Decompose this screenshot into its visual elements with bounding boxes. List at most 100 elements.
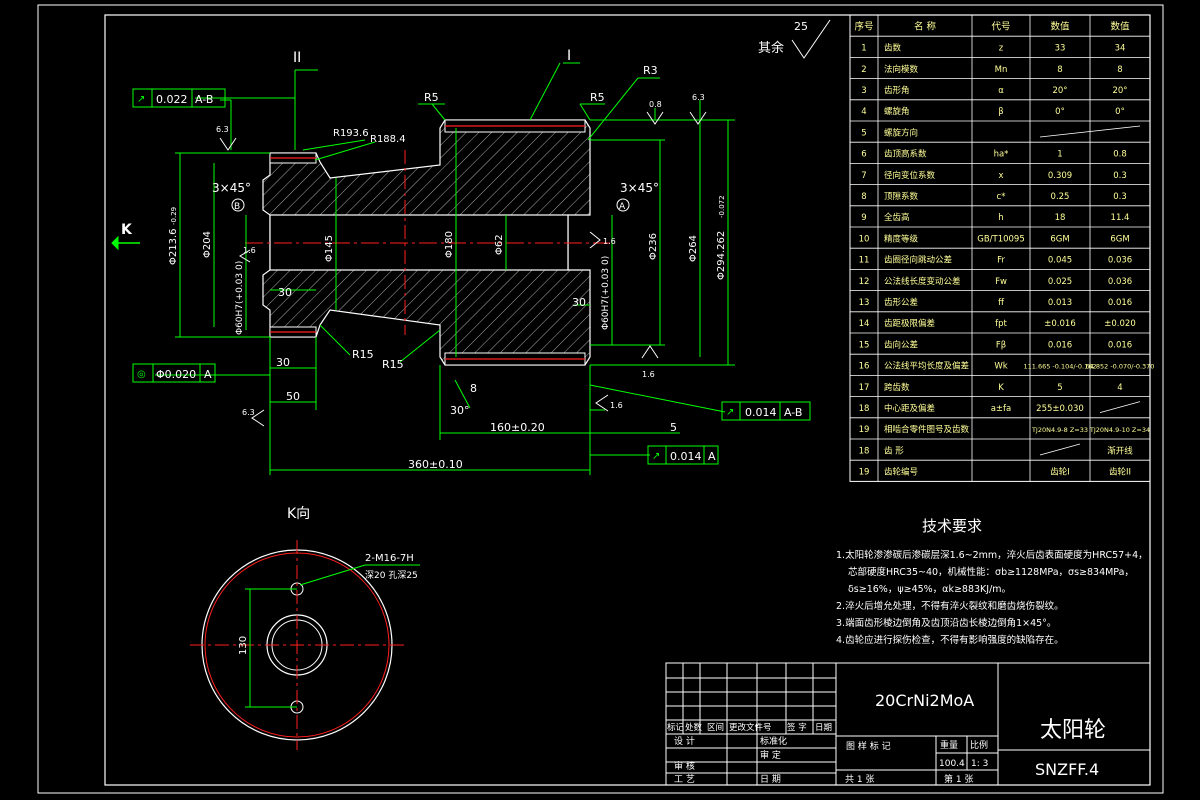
dim-d62: Φ62: [494, 234, 505, 255]
table-cell: 公法线长度变动公差: [884, 276, 961, 287]
table-cell: 齿轮I: [1050, 467, 1070, 478]
table-cell: 径向变位系数: [884, 170, 936, 181]
table-cell: Fβ: [996, 340, 1006, 350]
tb-sign: 签 字: [787, 722, 807, 733]
dim-chamfer-left: 3×45°: [212, 181, 251, 195]
table-cell: 64.852 -0.070/-0.370: [1086, 363, 1155, 371]
table-cell: 13: [859, 298, 870, 308]
k-view: [190, 540, 420, 750]
roughness-3: 6.3: [692, 93, 705, 102]
dim-50: 50: [286, 390, 300, 403]
section-label-ii: II: [293, 50, 301, 66]
table-cell: 0.013: [1048, 298, 1072, 308]
k-view-title: K向: [287, 506, 310, 522]
gdt-4-symbol: ↗: [652, 451, 660, 462]
dim-d180: Φ180: [444, 231, 455, 258]
dim-d294: Φ294.262: [716, 231, 727, 280]
table-cell: 33: [1055, 44, 1066, 54]
tb-check: 审 核: [674, 760, 695, 772]
table-cell: 255±0.030: [1036, 404, 1084, 414]
tb-mark: 标记: [667, 722, 685, 733]
table-cell: 相啮合零件图号及齿数: [884, 424, 970, 435]
table-cell: 8: [861, 192, 866, 202]
table-cell: 18: [859, 446, 870, 456]
table-cell: 15: [859, 340, 870, 350]
dim-chamfer-right: 3×45°: [620, 181, 659, 195]
table-cell: 螺旋角: [884, 106, 910, 117]
table-cell: x: [998, 171, 1003, 181]
material: 20CrNi2MoA: [875, 691, 974, 710]
table-cell: z: [999, 44, 1004, 54]
table-cell: 8: [1117, 65, 1122, 75]
datum-a-label: A: [619, 202, 626, 212]
tech-req-line-2: 芯部硬度HRC35~40，机械性能：σb≥1128MPa，σs≥834MPa，: [848, 566, 1134, 578]
main-section-view: [245, 119, 610, 366]
table-cell: h: [998, 213, 1003, 223]
table-cell: Fr: [997, 256, 1005, 266]
table-cell: 0°: [1055, 107, 1065, 117]
table-cell: 0.016: [1108, 340, 1132, 350]
table-cell: ±0.020: [1104, 319, 1135, 329]
dim-r15-a: R15: [352, 348, 374, 361]
dim-r5-right: R5: [590, 91, 605, 104]
tech-req-line-5: 3.端面齿形棱边倒角及齿顶沿齿长棱边倒角1×45°。: [836, 617, 1056, 629]
table-cell: GB/T10095: [977, 234, 1025, 244]
roughness-7: 6.3: [242, 408, 255, 417]
tb-craft: 工 艺: [674, 774, 695, 785]
table-cell: 7: [861, 171, 866, 181]
table-header-cell: 名 称: [914, 20, 937, 32]
tb-date-h: 日期: [815, 723, 832, 733]
tech-req-line-3: δs≥16%，ψ≥45%，αk≥883KJ/m。: [848, 584, 1011, 595]
table-cell: a±fa: [991, 404, 1012, 414]
table-cell: ff: [998, 298, 1005, 308]
table-cell: 34: [1115, 44, 1126, 54]
dim-r3: R3: [643, 64, 658, 77]
dim-8: 8: [470, 382, 477, 395]
table-cell: 5: [1057, 383, 1062, 393]
gdt-2-value: Φ0.020: [156, 368, 196, 381]
tb-scale: 1: 3: [971, 759, 988, 769]
table-cell: ha*: [994, 150, 1009, 160]
gdt-2-symbol: ◎: [137, 369, 146, 380]
table-cell: 0.036: [1108, 256, 1132, 266]
dim-d204: Φ204: [202, 231, 213, 258]
tb-date: 日 期: [760, 774, 781, 785]
tb-approve: 审 定: [760, 749, 781, 761]
table-cell: 中心距及偏差: [884, 403, 935, 414]
table-cell: 3: [861, 86, 866, 96]
roughness-2: 0.8: [649, 100, 662, 109]
table-cell: 6GM: [1110, 234, 1129, 244]
table-cell: 0.025: [1048, 277, 1072, 287]
table-cell: 齿轮II: [1109, 467, 1131, 478]
rest-roughness-label: 其余: [758, 40, 784, 56]
k-arrow-label: K: [121, 222, 133, 238]
table-cell: 齿形公差: [884, 297, 918, 308]
table-cell: Fw: [995, 277, 1007, 287]
table-cell: 4: [861, 107, 866, 117]
table-cell: 跨齿数: [884, 382, 910, 393]
table-cell: c*: [997, 192, 1006, 202]
gdt-2-datum: A: [204, 368, 212, 381]
roughness-5: 1.6: [243, 246, 256, 255]
dim-5: 5: [670, 421, 677, 434]
dim-r193: R193.6: [333, 128, 369, 139]
table-cell: TJ20N4.9-10 Z=34: [1089, 426, 1150, 434]
table-cell: 0.25: [1051, 192, 1070, 202]
table-cell: 12: [859, 277, 870, 287]
tb-count: 处数: [685, 722, 703, 733]
hole-spec: 2-M16-7H: [365, 553, 414, 564]
table-cell: 0.8: [1113, 150, 1127, 160]
table-cell: 齿 形: [884, 446, 904, 456]
gdt-1-value: 0.022: [156, 93, 188, 106]
dim-360: 360±0.10: [408, 458, 463, 471]
table-cell: 0.036: [1108, 277, 1132, 287]
table-cell: 齿轮编号: [884, 467, 918, 478]
table-cell: 0°: [1115, 107, 1125, 117]
gdt-3-symbol: ↗: [726, 407, 734, 418]
table-cell: Mn: [995, 65, 1008, 75]
table-cell: 18: [859, 404, 870, 414]
outer-border: [37, 4, 1164, 794]
table-cell: 0.016: [1048, 340, 1072, 350]
